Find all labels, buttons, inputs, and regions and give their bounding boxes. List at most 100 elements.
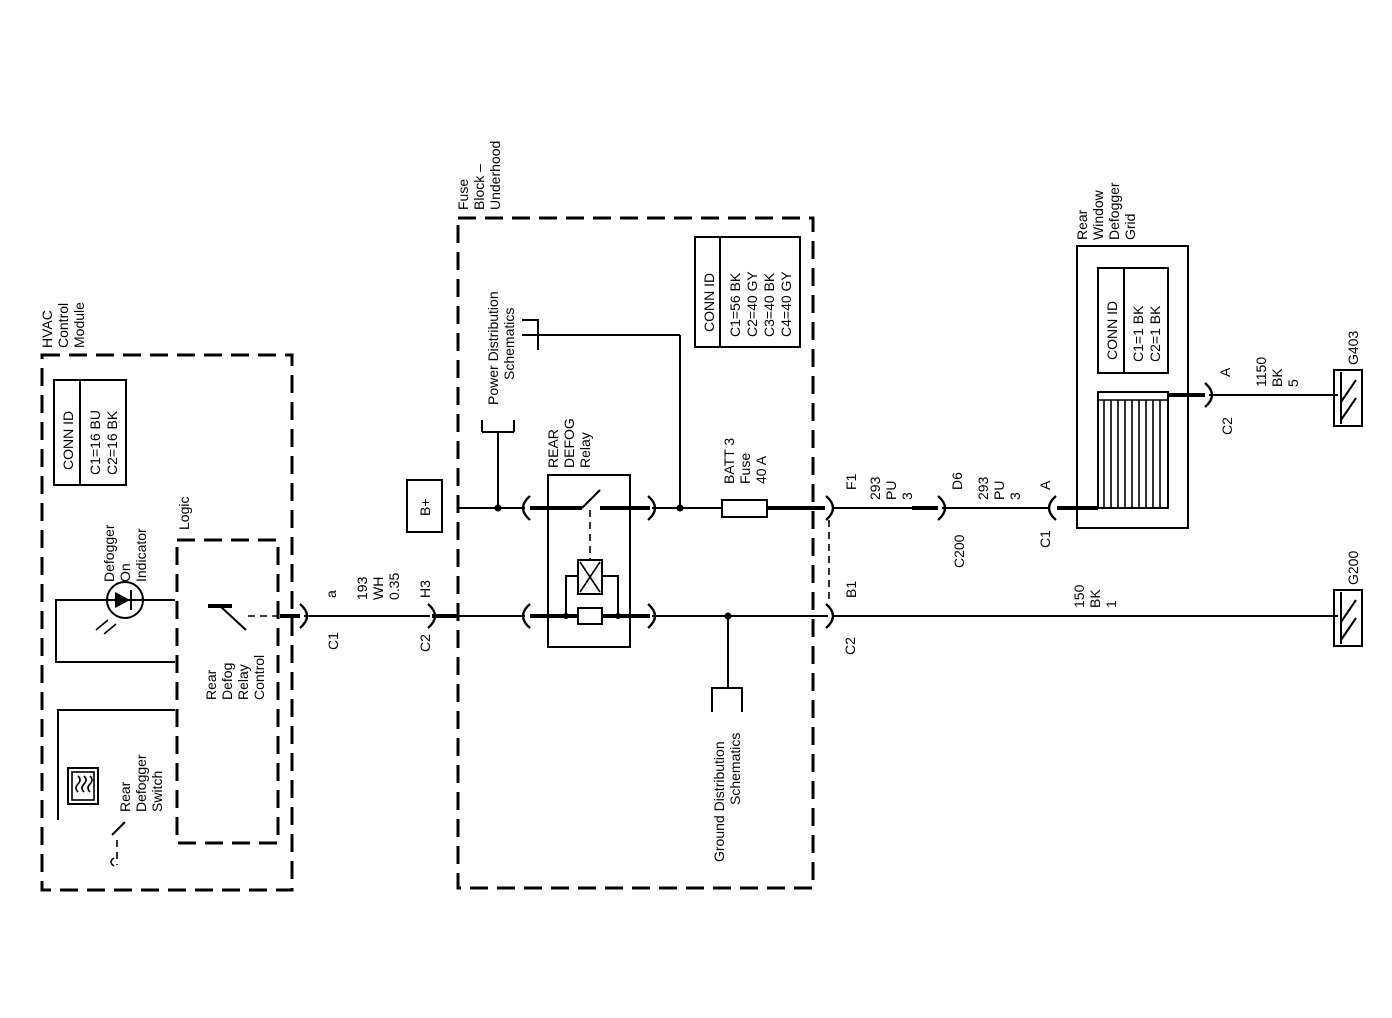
svg-text:On: On	[117, 563, 133, 582]
defogger-grid-border	[1076, 245, 1189, 529]
wire-150-label: 150 BK 1	[1071, 584, 1119, 608]
svg-text:PU: PU	[883, 481, 899, 500]
svg-text:C1=56 BK: C1=56 BK	[727, 272, 743, 337]
logic-block-border	[175, 538, 280, 845]
svg-text:D6: D6	[949, 472, 965, 490]
ground-distribution-ref	[711, 687, 743, 712]
power-distribution-ref	[522, 319, 539, 350]
wire-293b-label: 293 PU 3	[975, 476, 1023, 500]
svg-text:Rear: Rear	[117, 781, 133, 812]
svg-text:Underhood: Underhood	[487, 141, 503, 210]
svg-text:F1: F1	[843, 473, 859, 490]
svg-text:5: 5	[1285, 379, 1301, 387]
svg-text:Defogger: Defogger	[133, 754, 149, 812]
svg-text:293: 293	[867, 476, 883, 500]
svg-text:C1=16 BU: C1=16 BU	[87, 410, 103, 475]
ground-g200-label: G200	[1345, 551, 1361, 585]
indicator-label: Defogger On Indicator	[101, 524, 149, 582]
connector-grid-c1	[1047, 495, 1057, 521]
svg-text:C1: C1	[1037, 530, 1053, 548]
svg-text:WH: WH	[370, 577, 386, 600]
svg-text:Grid: Grid	[1122, 214, 1138, 240]
logic-label: Logic	[176, 497, 192, 530]
svg-text:Control: Control	[251, 655, 267, 700]
svg-text:C2=16 BK: C2=16 BK	[104, 410, 120, 475]
power-distribution-label: Power Distribution Schematics	[485, 291, 517, 405]
ground-g403-icon	[1333, 369, 1363, 427]
svg-text:Rear: Rear	[203, 669, 219, 700]
wire-193-label: 193 WH 0.35	[354, 573, 402, 600]
svg-text:150: 150	[1071, 584, 1087, 608]
svg-text:H3: H3	[417, 580, 433, 598]
svg-text:Indicator: Indicator	[133, 528, 149, 582]
ground-g200-icon	[1333, 589, 1363, 647]
svg-text:Window: Window	[1090, 189, 1106, 240]
wire-293a-label: 293 PU 3	[867, 476, 915, 500]
relay-control-label: Rear Defog Relay Control	[203, 655, 267, 700]
svg-text:Rear: Rear	[1074, 209, 1090, 240]
grid-conn-id-table: CONN ID C1=1 BK C2=1 BK	[1097, 267, 1169, 374]
svg-text:C2: C2	[417, 634, 433, 652]
hvac-module-title: HVAC Control Module	[39, 302, 87, 348]
svg-text:C3=40 BK: C3=40 BK	[761, 272, 777, 337]
svg-text:HVAC: HVAC	[39, 310, 55, 348]
svg-text:193: 193	[354, 576, 370, 600]
ground-g403-label: G403	[1345, 331, 1361, 365]
hvac-module-border	[40, 353, 294, 892]
batt3-fuse	[721, 499, 768, 518]
svg-text:Power Distribution: Power Distribution	[485, 291, 501, 405]
switch-label: Rear Defogger Switch	[117, 754, 165, 812]
svg-text:C2: C2	[842, 637, 858, 655]
svg-text:CONN ID: CONN ID	[60, 411, 76, 470]
svg-text:PU: PU	[991, 481, 1007, 500]
svg-text:CONN ID: CONN ID	[1104, 301, 1120, 360]
defogger-grid-element	[1097, 391, 1169, 509]
svg-text:C200: C200	[951, 534, 967, 568]
hvac-conn-id-table: CONN ID C1=16 BU C2=16 BK	[53, 379, 127, 486]
svg-text:C1: C1	[325, 632, 341, 650]
rear-defogger-switch-icon	[67, 767, 99, 805]
svg-text:3: 3	[1007, 492, 1023, 500]
svg-text:BK: BK	[1269, 368, 1285, 387]
indicator-circuit	[55, 599, 175, 663]
svg-text:C4=40 GY: C4=40 GY	[778, 271, 794, 337]
svg-text:A: A	[1037, 480, 1053, 490]
svg-text:REAR: REAR	[545, 429, 561, 468]
svg-text:Relay: Relay	[577, 432, 593, 468]
svg-text:C1=1 BK: C1=1 BK	[1130, 305, 1146, 362]
svg-text:a: a	[323, 590, 339, 598]
svg-text:Fuse: Fuse	[455, 179, 471, 210]
svg-text:1150: 1150	[1253, 357, 1269, 387]
svg-text:A: A	[1217, 367, 1233, 377]
svg-text:B+: B+	[417, 498, 433, 516]
grid-title: Rear Window Defogger Grid	[1074, 182, 1138, 240]
svg-text:BATT 3: BATT 3	[721, 438, 737, 484]
svg-text:Fuse: Fuse	[737, 453, 753, 484]
svg-text:293: 293	[975, 476, 991, 500]
svg-text:1: 1	[1103, 600, 1119, 608]
svg-text:Defogger: Defogger	[1106, 182, 1122, 240]
svg-text:C2=1 BK: C2=1 BK	[1147, 305, 1163, 362]
ground-distribution-label: Ground Distribution Schematics	[711, 733, 743, 862]
svg-text:0.35: 0.35	[386, 573, 402, 600]
svg-text:Switch: Switch	[149, 771, 165, 812]
svg-text:40 A: 40 A	[753, 455, 769, 484]
svg-text:Block –: Block –	[471, 164, 487, 210]
svg-text:Schematics: Schematics	[501, 308, 517, 380]
svg-text:3: 3	[899, 492, 915, 500]
relay-label: REAR DEFOG Relay	[545, 418, 593, 468]
svg-text:Defog: Defog	[219, 663, 235, 700]
connector-c1-fuse-out	[825, 495, 835, 521]
rear-defog-relay	[547, 474, 631, 648]
fuse-label: BATT 3 Fuse 40 A	[721, 438, 769, 484]
svg-text:Defogger: Defogger	[101, 524, 117, 582]
switch-circuit	[57, 709, 175, 820]
relay-resistor	[577, 607, 603, 625]
svg-text:B1: B1	[843, 581, 859, 598]
svg-text:CONN ID: CONN ID	[701, 273, 717, 332]
svg-text:C2: C2	[1219, 417, 1235, 435]
fuse-conn-id-table: CONN ID C1=56 BK C2=40 GY C3=40 BK C4=40…	[694, 236, 801, 348]
svg-text:Schematics: Schematics	[727, 733, 743, 805]
svg-text:Relay: Relay	[235, 664, 251, 700]
